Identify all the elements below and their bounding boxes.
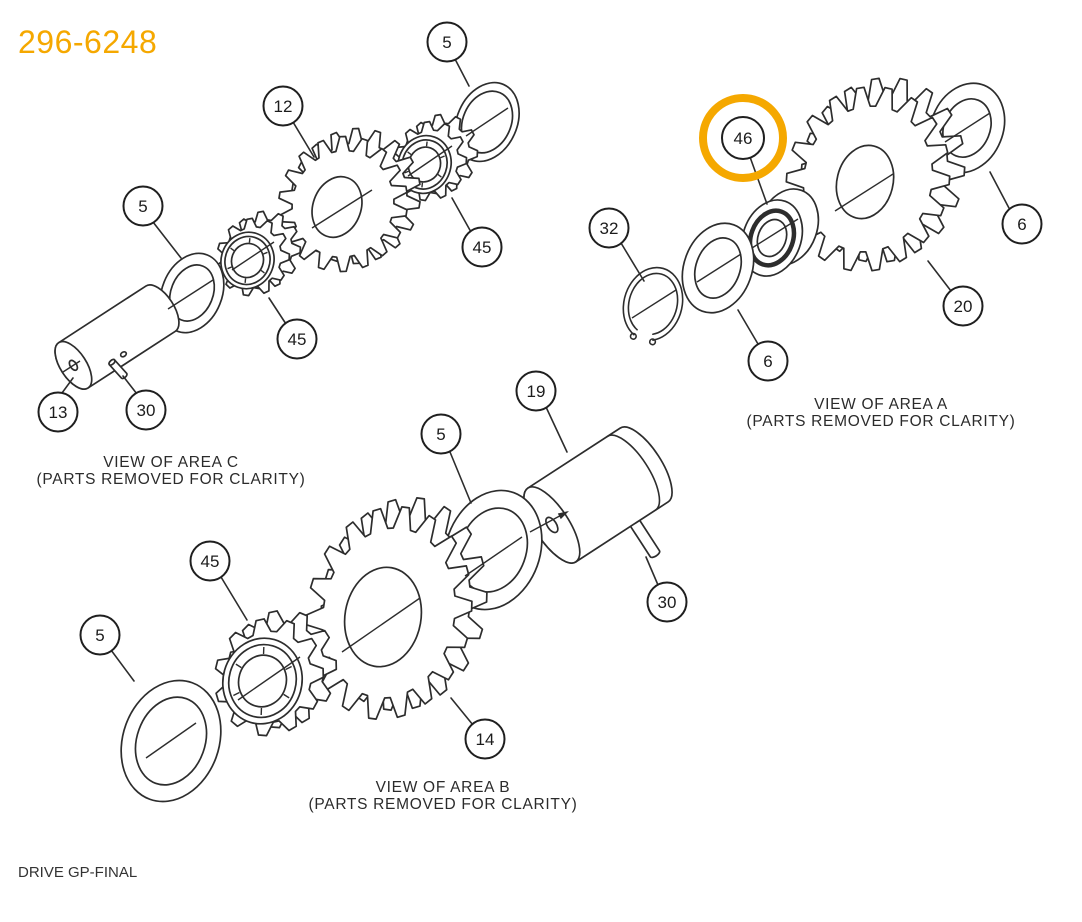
callout-5[interactable]: 5 [79, 614, 135, 682]
callout-6[interactable]: 6 [989, 171, 1043, 245]
view-area-c: 5 12 45 45 5 [37, 21, 520, 488]
centerline [751, 218, 799, 249]
centerline [631, 289, 677, 319]
part-32-snap-ring [622, 266, 684, 346]
centerline [465, 107, 509, 137]
part-20-gear [785, 77, 966, 272]
part-14-gear [305, 497, 488, 720]
part-46-sleeve [740, 188, 820, 277]
view-a-caption-line1: VIEW OF AREA A [814, 396, 948, 413]
svg-text:12: 12 [274, 97, 293, 116]
callout-5[interactable]: 5 [420, 413, 472, 504]
callout-19[interactable]: 19 [515, 370, 568, 453]
svg-text:30: 30 [137, 401, 156, 420]
callout-13[interactable]: 13 [37, 377, 79, 433]
centerline [145, 722, 197, 759]
callout-30[interactable]: 30 [645, 556, 688, 623]
centerline [944, 112, 991, 143]
svg-text:19: 19 [527, 382, 546, 401]
svg-text:45: 45 [201, 552, 220, 571]
centerline [311, 189, 373, 229]
diagram-footer-label: DRIVE GP-FINAL [18, 864, 138, 881]
svg-text:32: 32 [600, 219, 619, 238]
callout-45[interactable]: 45 [451, 197, 503, 268]
view-b-caption-line1: VIEW OF AREA B [376, 779, 511, 796]
svg-text:6: 6 [763, 352, 772, 371]
callout-45[interactable]: 45 [268, 297, 318, 360]
centerline-arrow [557, 511, 569, 520]
part-45-bearing [216, 210, 302, 297]
centerline [341, 597, 421, 653]
view-b-caption-line2: (PARTS REMOVED FOR CLARITY) [309, 796, 578, 813]
callout-45[interactable]: 45 [189, 540, 248, 621]
part-30-pin [108, 358, 128, 380]
gear-bore [311, 175, 363, 239]
view-a-caption-line2: (PARTS REMOVED FOR CLARITY) [747, 413, 1016, 430]
callout-20[interactable]: 20 [927, 260, 984, 327]
svg-text:5: 5 [436, 425, 445, 444]
callout-6[interactable]: 6 [737, 309, 789, 382]
svg-text:6: 6 [1017, 215, 1026, 234]
svg-text:46: 46 [734, 129, 753, 148]
part-12-gear [278, 127, 421, 273]
gear-bore [343, 566, 423, 668]
svg-text:45: 45 [473, 238, 492, 257]
centerline [62, 360, 81, 373]
part-number-title: 296-6248 [18, 24, 158, 60]
centerline [231, 241, 275, 271]
callout-14[interactable]: 14 [450, 697, 506, 760]
callout-5[interactable]: 5 [122, 185, 182, 259]
callout-12[interactable]: 12 [262, 85, 315, 158]
centerline [407, 145, 453, 177]
svg-text:20: 20 [954, 297, 973, 316]
svg-text:30: 30 [658, 593, 677, 612]
svg-text:14: 14 [476, 730, 495, 749]
part-13-cylinder [54, 284, 180, 390]
centerline [696, 253, 742, 283]
view-c-caption-line1: VIEW OF AREA C [103, 454, 239, 471]
svg-text:5: 5 [442, 33, 451, 52]
bearing-face [221, 637, 304, 725]
centerline [167, 279, 214, 310]
callout-32[interactable]: 32 [588, 207, 645, 282]
view-area-b: 5 45 14 5 19 [79, 370, 688, 813]
svg-text:5: 5 [138, 197, 147, 216]
view-c-caption-line2: (PARTS REMOVED FOR CLARITY) [37, 471, 306, 488]
callout-30[interactable]: 30 [122, 375, 167, 431]
view-area-a: 32 46 6 20 6 VIEW [588, 77, 1043, 430]
svg-text:45: 45 [288, 330, 307, 349]
centerline [834, 173, 894, 212]
highlight-ring [699, 94, 787, 182]
svg-text:13: 13 [49, 403, 68, 422]
part-45-bearing [214, 610, 338, 737]
callout-46-highlighted[interactable]: 46 [699, 94, 787, 205]
svg-text:5: 5 [95, 626, 104, 645]
centerline [464, 536, 523, 577]
callout-5[interactable]: 5 [426, 21, 470, 87]
centerline [237, 656, 301, 701]
